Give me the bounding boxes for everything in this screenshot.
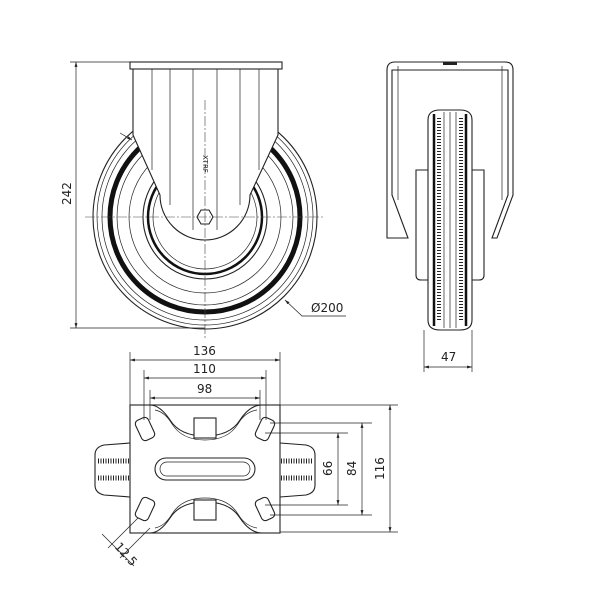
dim-hole-size: 12.5 [112, 540, 140, 569]
fork-ribs [151, 69, 260, 230]
fork [132, 67, 279, 241]
dim-plate-width: 136 [193, 344, 216, 358]
dim-plate-length: 116 [373, 457, 387, 480]
top-plate [129, 61, 283, 70]
dim-hole-spacing-outer: 110 [193, 362, 216, 376]
dim-height: 242 [60, 182, 74, 205]
dim-wheel-width: 47 [441, 350, 456, 364]
top-view: 136 110 98 116 84 66 12.5 [94, 344, 398, 569]
logo-text: XTRF [201, 155, 209, 173]
dim-hole-spacing-inner: 98 [197, 382, 212, 396]
side-fork [386, 61, 514, 239]
dim-diameter: Ø200 [311, 301, 343, 315]
tread-right [279, 442, 316, 498]
dim-hole-spacing-long-outer: 84 [345, 461, 359, 476]
mounting-holes [134, 416, 276, 522]
slot [154, 457, 256, 481]
side-view: 47 [386, 61, 514, 372]
dim-hole-spacing-long-inner: 66 [321, 461, 335, 476]
front-view: XTRF 242 Ø200 [60, 61, 346, 340]
tread-left [94, 442, 131, 498]
